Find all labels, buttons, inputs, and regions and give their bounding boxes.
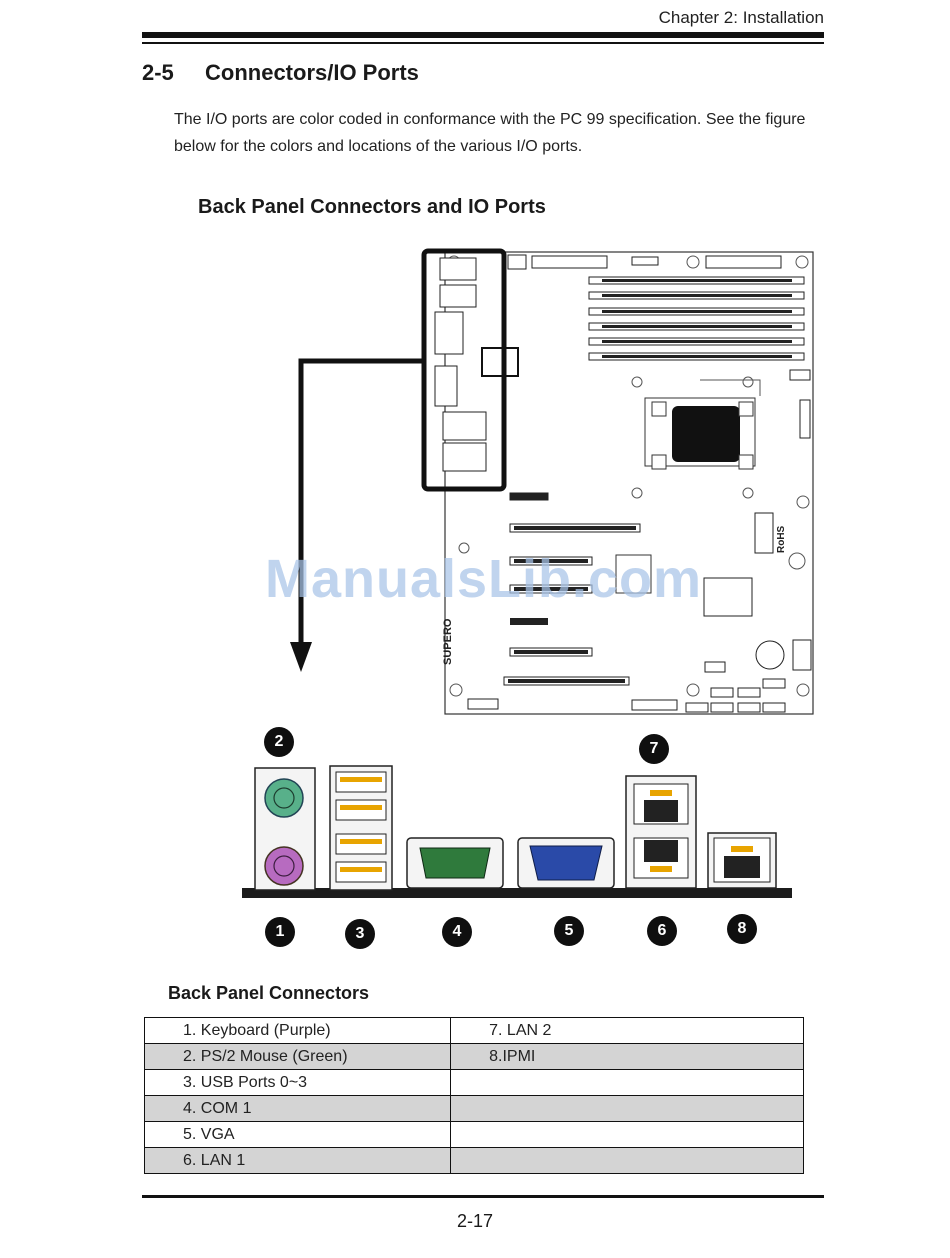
table-cell	[450, 1121, 804, 1148]
intro-paragraph: The I/O ports are color coded in conform…	[174, 111, 806, 155]
section-title: Connectors/IO Ports	[205, 60, 419, 85]
atx-power-connector	[531, 255, 608, 269]
table-cell	[450, 1069, 804, 1096]
section-number: 2-5	[142, 60, 174, 85]
usb-ports	[335, 771, 387, 883]
top-header-connector	[705, 255, 782, 269]
fan-header	[631, 256, 659, 266]
keyboard-port	[264, 846, 304, 886]
table-cell: 5. VGA	[143, 1121, 452, 1148]
callout-5: 5	[554, 916, 584, 946]
table-cell: 7. LAN 2	[450, 1017, 804, 1044]
callout-2: 2	[264, 727, 294, 757]
chipset	[703, 577, 753, 617]
connectors-table: 1. Keyboard (Purple) 7. LAN 2 2. PS/2 Mo…	[143, 1017, 804, 1174]
header-rule-thin	[142, 42, 824, 44]
table-row: 1. Keyboard (Purple) 7. LAN 2	[143, 1017, 804, 1044]
table-row: 5. VGA	[143, 1121, 804, 1148]
table-cell	[450, 1095, 804, 1122]
bmc-chip	[615, 554, 652, 594]
table-cell: 8.IPMI	[450, 1043, 804, 1070]
com-port	[419, 847, 491, 879]
callout-6: 6	[647, 916, 677, 946]
callout-8: 8	[727, 914, 757, 944]
board-io-area	[434, 257, 519, 472]
cpu-socket	[644, 379, 761, 470]
table-row: 3. USB Ports 0~3	[143, 1069, 804, 1096]
callout-4: 4	[442, 917, 472, 947]
table-cell: 1. Keyboard (Purple)	[143, 1017, 452, 1044]
table-cell	[450, 1147, 804, 1174]
io-panel-base	[242, 888, 792, 898]
callout-3: 3	[345, 919, 375, 949]
table-row: 4. COM 1	[143, 1095, 804, 1122]
chapter-header: Chapter 2: Installation	[658, 8, 824, 27]
table-row: 2. PS/2 Mouse (Green) 8.IPMI	[143, 1043, 804, 1070]
watermark: ManualsLib.com	[265, 549, 703, 609]
table-cell: 4. COM 1	[143, 1095, 452, 1122]
footer-rule	[142, 1195, 824, 1198]
table-cell: 2. PS/2 Mouse (Green)	[143, 1043, 452, 1070]
dimm-slots	[588, 276, 805, 361]
pointer-arrow-head	[290, 642, 312, 672]
aux-power-connector	[507, 254, 527, 270]
table-row: 6. LAN 1	[143, 1147, 804, 1174]
expansion-slots	[503, 492, 641, 686]
table-cell: 6. LAN 1	[143, 1147, 452, 1174]
header-rule-thick	[142, 32, 824, 38]
rohs-label: RoHS	[776, 525, 787, 553]
callout-7: 7	[639, 734, 669, 764]
page-number: 2-17	[456, 1211, 494, 1231]
vga-port	[529, 845, 603, 881]
brand-label: SUPERO	[442, 618, 454, 665]
table-cell: 3. USB Ports 0~3	[143, 1069, 452, 1096]
figure-title: Back Panel Connectors and IO Ports	[198, 196, 546, 218]
mouse-port	[264, 778, 304, 818]
io-highlight-box	[421, 248, 507, 492]
table-title: Back Panel Connectors	[168, 983, 370, 1003]
callout-1: 1	[265, 917, 295, 947]
pointer-arrow-line	[298, 358, 424, 650]
sata-dom	[754, 512, 774, 554]
cmos-battery	[755, 640, 785, 670]
